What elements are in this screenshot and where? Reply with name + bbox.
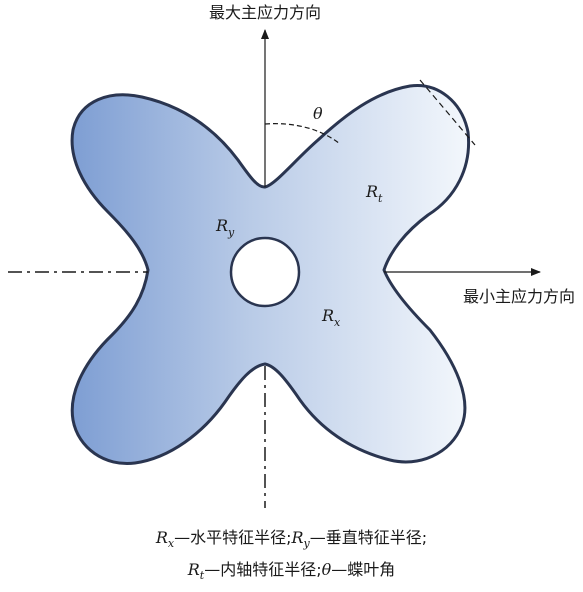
caption-ry-text: —垂直特征半径;: [309, 528, 428, 547]
caption-ry-sub: y: [303, 537, 310, 551]
caption-rt-var: R: [187, 560, 200, 579]
max-stress-direction-label: 最大主应力方向: [209, 3, 321, 22]
caption-rx-text: —水平特征半径;: [174, 528, 292, 547]
caption-line-1: Rx—水平特征半径;Ry—垂直特征半径;: [0, 524, 583, 550]
theta-arc: [264, 123, 341, 145]
ry-label: Ry: [215, 216, 235, 239]
caption-theta-var: θ: [321, 560, 332, 579]
caption-rx-var: R: [155, 528, 168, 547]
caption-rt-sub: t: [199, 569, 205, 583]
caption-theta-text: —蝶叶角: [331, 560, 396, 579]
rx-label: Rx: [321, 306, 341, 329]
rt-label: Rt: [365, 182, 383, 205]
caption-ry-var: R: [291, 528, 304, 547]
caption-rx-sub: x: [167, 537, 175, 551]
theta-label: θ: [313, 104, 323, 123]
min-stress-direction-label: 最小主应力方向: [463, 287, 575, 306]
center-hole: [229, 236, 301, 308]
lobe-tangent-line: [419, 79, 476, 146]
caption-line-2: Rt—内轴特征半径;θ—蝶叶角: [0, 556, 583, 582]
caption-rt-text: —内轴特征半径;: [204, 560, 322, 579]
